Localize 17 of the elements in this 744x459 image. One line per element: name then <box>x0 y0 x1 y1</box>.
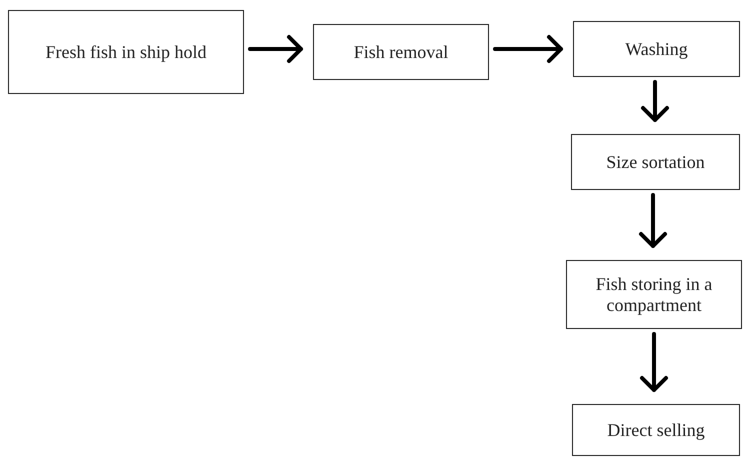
process-box <box>573 21 740 77</box>
step-text: Direct selling <box>607 420 705 440</box>
process-box <box>572 404 740 456</box>
step-text: Washing <box>625 38 688 60</box>
step-text: Fresh fish in ship hold <box>45 42 206 62</box>
step-text: Fish storing in a compartment <box>594 274 714 316</box>
process-box <box>571 134 740 190</box>
process-box <box>313 24 489 80</box>
step-text: Fish removal <box>354 42 448 62</box>
arrow <box>641 80 669 122</box>
arrow <box>640 332 668 392</box>
arrow <box>639 193 667 248</box>
arrow <box>248 35 303 63</box>
step-text: Size sortation <box>606 152 705 172</box>
process-box <box>566 260 742 329</box>
arrow <box>493 35 563 63</box>
process-box <box>8 10 244 94</box>
